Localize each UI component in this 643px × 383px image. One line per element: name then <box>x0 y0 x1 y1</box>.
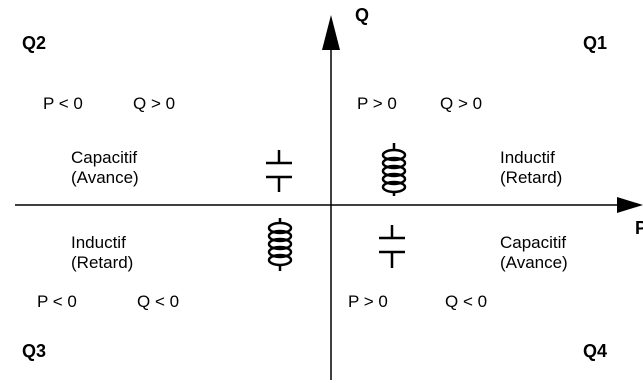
p-axis-label: P <box>635 218 643 238</box>
q2-load-type-line2: (Avance) <box>71 168 139 187</box>
q3-load-type: Inductif (Retard) <box>71 233 133 273</box>
q1-q-condition: Q > 0 <box>440 94 483 113</box>
q4-p-condition: P > 0 <box>348 292 388 311</box>
q2-q-condition: Q > 0 <box>133 94 176 113</box>
q1-p-condition: P > 0 <box>357 94 397 113</box>
q1-load-type-line2: (Retard) <box>500 168 563 187</box>
q4-q-condition: Q < 0 <box>445 292 488 311</box>
q1-load-type: Inductif (Retard) <box>500 148 562 188</box>
inductor-icon <box>381 143 407 196</box>
q1-load-type-line1: Inductif <box>500 148 555 167</box>
q-axis-label: Q <box>355 5 370 25</box>
q4-load-type: Capacitif (Avance) <box>500 233 568 273</box>
q-axis-arrow <box>322 15 340 50</box>
quadrant-label-q3: Q3 <box>22 341 47 361</box>
quadrant-label-q4: Q4 <box>583 341 608 361</box>
q4-load-type-line2: (Avance) <box>500 253 568 272</box>
q3-load-type-line1: Inductif <box>71 233 126 252</box>
capacitor-icon <box>379 225 405 268</box>
q2-load-type: Capacitif (Avance) <box>71 148 139 188</box>
q3-load-type-line2: (Retard) <box>71 253 134 272</box>
q2-p-condition: P < 0 <box>43 94 83 113</box>
quadrant-label-q2: Q2 <box>22 33 47 53</box>
inductor-icon <box>267 218 293 271</box>
q2-load-type-line1: Capacitif <box>71 148 138 167</box>
p-axis-arrow <box>617 197 643 213</box>
q3-p-condition: P < 0 <box>37 292 77 311</box>
q4-load-type-line1: Capacitif <box>500 233 567 252</box>
capacitor-icon <box>266 150 292 192</box>
q3-q-condition: Q < 0 <box>137 292 180 311</box>
quadrant-label-q1: Q1 <box>583 33 608 53</box>
